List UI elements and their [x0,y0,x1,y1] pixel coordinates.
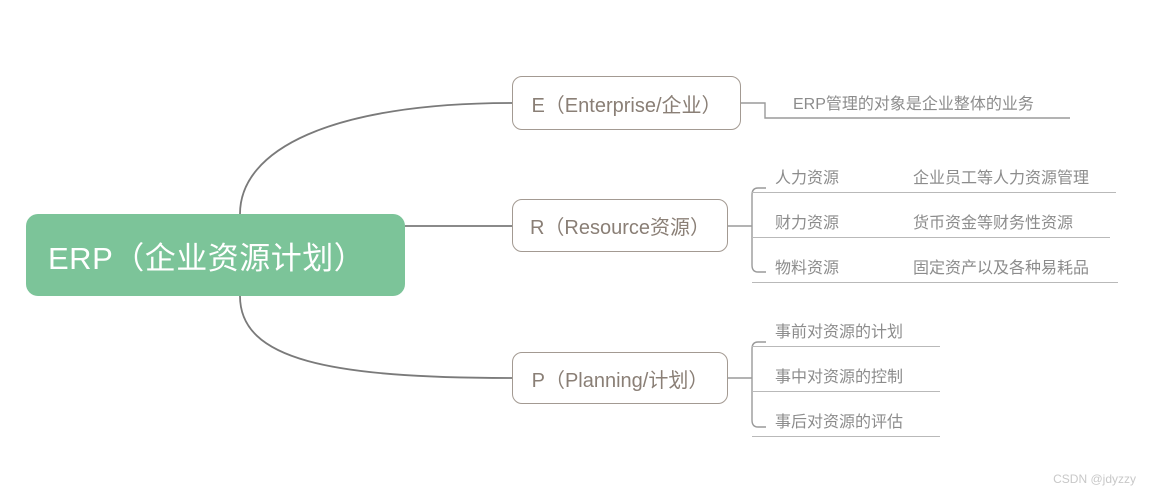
root-node[interactable]: ERP（企业资源计划） [26,214,405,296]
leaf-underline [752,192,1116,194]
watermark-text: CSDN @jdyzzy [1053,472,1136,486]
leaf-secondary-text: 货币资金等财务性资源 [913,215,1074,232]
leaf-underline [752,436,940,438]
branch-node-planning[interactable]: P（Planning/计划） [512,352,728,404]
leaf-primary-text: 财力资源 [775,215,840,232]
leaf-primary-text: 事中对资源的控制 [775,369,904,386]
branch-node-resource[interactable]: R（Resource资源） [512,199,728,252]
leaf-item[interactable]: 人力资源 企业员工等人力资源管理 [775,166,1116,192]
leaf-secondary-text: 固定资产以及各种易耗品 [913,260,1090,277]
leaf-underline [752,391,940,393]
leaf-item[interactable]: ERP管理的对象是企业整体的业务 [793,86,1070,118]
leaf-item[interactable]: 事中对资源的控制 [775,365,940,391]
leaf-underline [752,346,940,348]
leaf-underline [752,237,1110,239]
branch-label-planning: P（Planning/计划） [531,369,709,392]
leaf-primary-text: ERP管理的对象是企业整体的业务 [793,96,1034,113]
leaf-primary-text: 人力资源 [775,170,840,187]
branch-node-enterprise[interactable]: E（Enterprise/企业） [512,76,741,130]
leaf-primary-text: 事后对资源的评估 [775,414,904,431]
leaf-secondary-text: 企业员工等人力资源管理 [913,170,1090,187]
branch-label-enterprise: E（Enterprise/企业） [531,94,722,117]
leaf-item[interactable]: 事前对资源的计划 [775,320,940,346]
leaf-item[interactable]: 物料资源 固定资产以及各种易耗品 [775,256,1116,282]
root-node-label: ERP（企业资源计划） [48,240,366,276]
leaf-primary-text: 事前对资源的计划 [775,324,904,341]
branch-label-resource: R（Resource资源） [529,217,711,239]
leaf-item[interactable]: 财力资源 货币资金等财务性资源 [775,211,1116,237]
leaf-item[interactable]: 事后对资源的评估 [775,410,940,436]
leaf-primary-text: 物料资源 [775,260,840,277]
leaf-underline [752,282,1118,284]
